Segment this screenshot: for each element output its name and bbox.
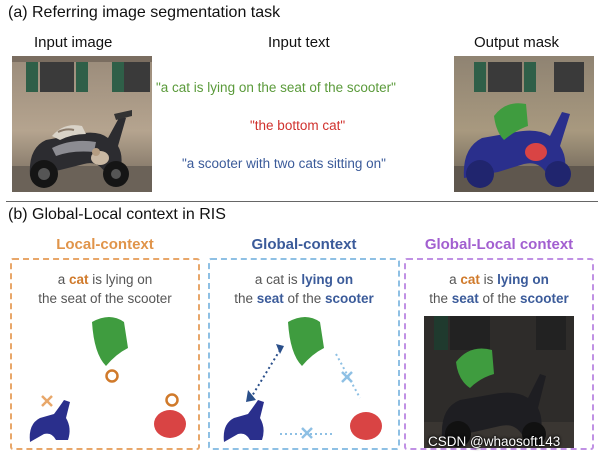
bottom-cat-photo <box>91 148 109 165</box>
local-context-title: Local-context <box>56 236 154 253</box>
global-context-text: a cat is lying on the seat of the scoote… <box>234 272 374 306</box>
query-scooter: "a scooter with two cats sitting on" <box>182 156 386 171</box>
global-local-context-panel: a cat is lying on the seat of the scoote… <box>404 258 594 450</box>
local-context-panel: a cat is lying on the seat of the scoote… <box>10 258 200 450</box>
cat-on-seat-node <box>288 317 324 366</box>
cat-on-seat-photo <box>52 125 86 140</box>
scooter-node <box>223 400 264 442</box>
relation-arrow <box>251 349 281 397</box>
bottom-cat-node <box>154 410 186 438</box>
scooter-photo-dark <box>441 374 546 438</box>
bottom-cat-node <box>350 412 382 440</box>
output-mask-label: Output mask <box>474 34 560 51</box>
cat-on-seat-mask <box>494 103 528 140</box>
circle-mark <box>165 393 179 407</box>
scooter-mask <box>463 112 571 188</box>
cross-mark <box>301 371 353 439</box>
global-local-context-title: Global-Local context <box>424 236 574 253</box>
cat-on-seat-node <box>92 317 128 366</box>
section-divider <box>6 201 598 202</box>
cat-on-seat-mask <box>456 348 494 388</box>
relation-arrow <box>280 353 361 435</box>
input-image-label: Input image <box>34 34 113 51</box>
section-b-title: (b) Global-Local context in RIS <box>8 206 226 223</box>
output-mask-image <box>454 56 594 192</box>
global-context-graph <box>223 317 382 442</box>
section-a-title: (a) Referring image segmentation task <box>8 4 281 21</box>
input-text-label: Input text <box>268 34 330 51</box>
global-local-result-image <box>424 316 574 448</box>
scooter-node <box>29 400 70 442</box>
bottom-cat-mask <box>525 143 547 161</box>
global-context-panel: a cat is lying on the seat of the scoote… <box>208 258 400 450</box>
input-image <box>12 56 152 192</box>
query-cat-on-seat: "a cat is lying on the seat of the scoot… <box>156 80 396 95</box>
query-bottom-cat: "the bottom cat" <box>250 118 346 133</box>
watermark: CSDN @whaosoft143 <box>428 434 561 449</box>
global-local-context-text: a cat is lying on the seat of the scoote… <box>429 272 569 306</box>
global-context-title: Global-context <box>251 236 357 253</box>
local-context-text: a cat is lying on the seat of the scoote… <box>38 272 172 306</box>
local-context-graph <box>29 317 186 442</box>
cross-mark <box>41 395 53 407</box>
circle-mark <box>105 369 119 383</box>
